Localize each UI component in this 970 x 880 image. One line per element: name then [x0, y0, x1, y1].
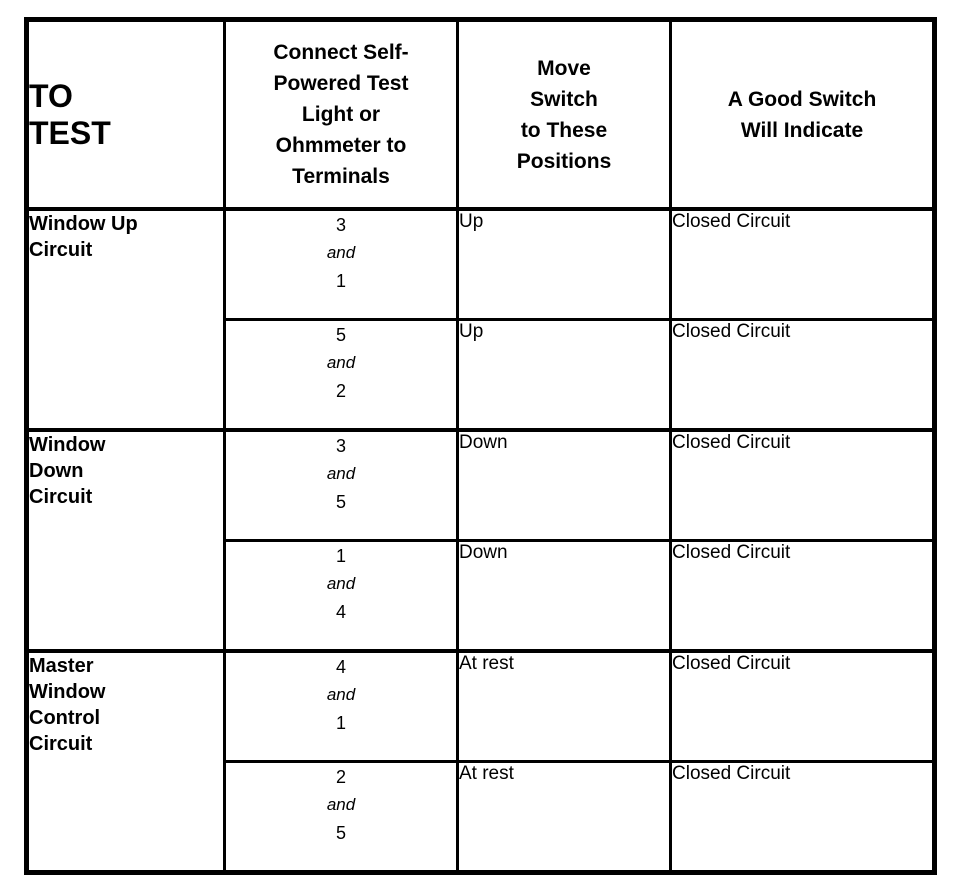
- header-indicate-line-2: Will Indicate: [740, 118, 864, 142]
- header-move-line-4: Positions: [516, 149, 612, 173]
- header-to-test-line-1: TO: [29, 77, 73, 114]
- terminal-b: 1: [335, 271, 346, 291]
- row-label-window-down-circuit: Window Down Circuit: [25, 428, 226, 653]
- terminal-b: 5: [335, 492, 346, 512]
- terminal-conjunction: and: [326, 243, 356, 262]
- header-move-line-1: Move: [537, 56, 591, 80]
- table-row: Master Window Control Circuit 4 and 1 At…: [25, 649, 936, 874]
- header-to-test-line-2: TEST: [29, 114, 111, 151]
- header-connect-terminals: Connect Self- Powered Test Light or Ohmm…: [223, 18, 459, 211]
- header-good-switch-indicate: A Good Switch Will Indicate: [669, 18, 936, 211]
- table-header-row: TO TEST Connect Self- Powered Test Light…: [25, 18, 936, 211]
- row-label-line-2: Window: [29, 681, 106, 703]
- header-to-test: TO TEST: [25, 18, 226, 211]
- table-row: 5 and 2 Up Closed Circuit: [27, 318, 936, 432]
- terminal-b: 1: [335, 713, 346, 733]
- switch-position-cell: Up: [456, 207, 672, 321]
- row-label-window-up-circuit: Window Up Circuit: [25, 207, 226, 432]
- terminals-cell: 1 and 4: [223, 539, 459, 653]
- row-label-line-2: Circuit: [29, 239, 93, 261]
- table-row: 1 and 4 Down Closed Circuit: [27, 539, 936, 653]
- indication-cell: Closed Circuit: [669, 760, 936, 874]
- header-connect-line-3: Light or: [301, 103, 381, 126]
- switch-position-cell: At rest: [456, 649, 672, 763]
- row-label-line-1: Master: [29, 655, 94, 677]
- terminal-a: 4: [335, 657, 346, 677]
- table-row: 2 and 5 At rest Closed Circuit: [27, 760, 936, 874]
- table-row: Window Down Circuit 3 and 5 Down Closed …: [25, 428, 936, 653]
- terminal-a: 1: [335, 546, 346, 566]
- header-connect-line-1: Connect Self-: [273, 41, 409, 64]
- row-label-line-3: Circuit: [29, 486, 93, 508]
- switch-position-cell: Down: [456, 539, 672, 653]
- terminals-cell: 4 and 1: [223, 649, 459, 763]
- indication-cell: Closed Circuit: [669, 318, 936, 432]
- indication-cell: Closed Circuit: [669, 428, 936, 542]
- switch-position-cell: Down: [456, 428, 672, 542]
- terminals-cell: 3 and 5: [223, 428, 459, 542]
- header-move-line-2: Switch: [530, 87, 598, 111]
- table-row: Window Up Circuit 3 and 1 Up Closed Circ…: [25, 207, 936, 432]
- terminal-conjunction: and: [326, 795, 356, 814]
- switch-position-cell: At rest: [456, 760, 672, 874]
- terminal-conjunction: and: [326, 353, 356, 372]
- terminal-a: 2: [335, 767, 346, 787]
- terminal-conjunction: and: [326, 574, 356, 593]
- header-connect-line-2: Powered Test: [273, 72, 409, 95]
- header-connect-line-4: Ohmmeter to: [275, 134, 407, 157]
- row-label-line-4: Circuit: [29, 733, 93, 755]
- terminal-conjunction: and: [326, 464, 356, 483]
- header-move-switch: Move Switch to These Positions: [456, 18, 672, 211]
- indication-cell: Closed Circuit: [669, 207, 936, 321]
- terminal-a: 3: [335, 436, 346, 456]
- indication-cell: Closed Circuit: [669, 539, 936, 653]
- row-label-line-1: Window: [29, 434, 106, 456]
- terminal-b: 2: [335, 381, 346, 401]
- header-connect-line-5: Terminals: [292, 165, 390, 188]
- terminal-b: 4: [335, 602, 346, 622]
- terminal-a: 5: [335, 325, 346, 345]
- terminals-cell: 3 and 1: [223, 207, 459, 321]
- switch-test-table: TO TEST Connect Self- Powered Test Light…: [24, 17, 937, 875]
- header-move-line-3: to These: [520, 118, 608, 142]
- row-label-master-window-control-circuit: Master Window Control Circuit: [25, 649, 226, 874]
- header-indicate-line-1: A Good Switch: [727, 87, 877, 111]
- terminals-cell: 2 and 5: [223, 760, 459, 874]
- indication-cell: Closed Circuit: [669, 649, 936, 763]
- row-label-line-3: Control: [29, 707, 101, 729]
- terminal-conjunction: and: [326, 685, 356, 704]
- switch-position-cell: Up: [456, 318, 672, 432]
- terminals-cell: 5 and 2: [223, 318, 459, 432]
- row-label-line-1: Window Up: [29, 213, 138, 235]
- terminal-a: 3: [335, 215, 346, 235]
- terminal-b: 5: [335, 823, 346, 843]
- row-label-line-2: Down: [29, 460, 84, 482]
